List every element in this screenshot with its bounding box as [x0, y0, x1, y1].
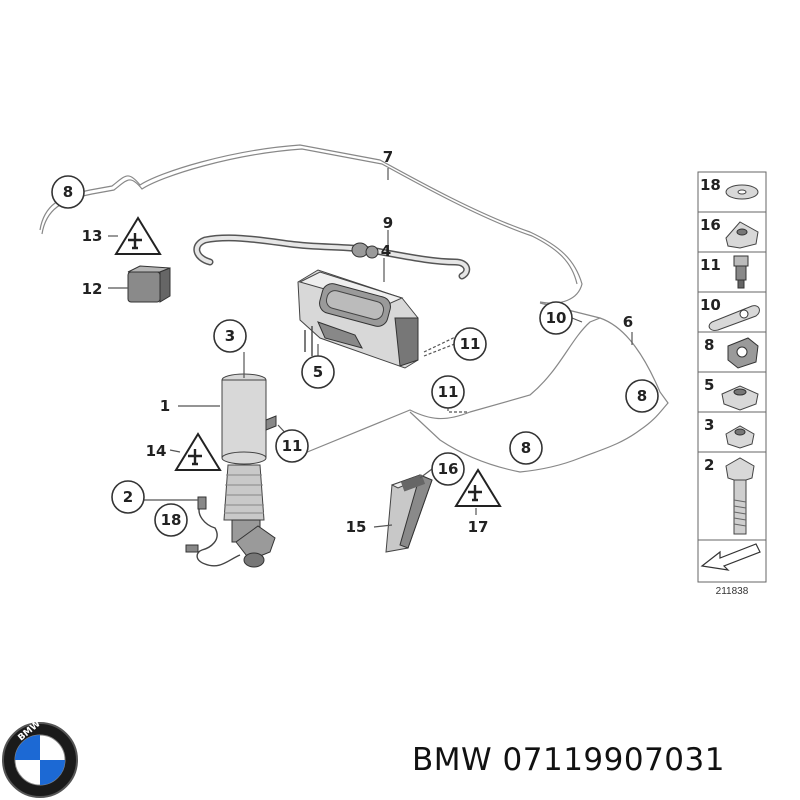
air-spring-strut: [221, 373, 277, 568]
svg-text:8: 8: [63, 183, 73, 201]
svg-text:2: 2: [123, 488, 133, 506]
relay-12: [127, 265, 171, 303]
callout-11-low: 11: [275, 429, 309, 463]
callout-15-label: 15: [346, 518, 367, 536]
callout-12-label: 12: [82, 280, 103, 298]
svg-text:11: 11: [438, 383, 459, 401]
callout-13-label: 13: [82, 227, 103, 245]
svg-text:15: 15: [346, 518, 367, 536]
svg-text:14: 14: [146, 442, 167, 460]
parts-legend: 18 16 11 10 8 5 3 2 21183: [697, 171, 767, 597]
callout-18: 18: [154, 503, 188, 537]
legend-label-18: 18: [700, 176, 721, 194]
warning-triangle-14: [174, 432, 222, 471]
warning-triangle-13: [114, 216, 162, 255]
callout-8-right: 8: [625, 379, 659, 413]
callout-11-mid: 11: [431, 375, 465, 409]
svg-text:11: 11: [460, 335, 481, 353]
bmw-logo: BMW: [2, 719, 78, 798]
legend-label-10: 10: [700, 296, 721, 314]
svg-text:1: 1: [160, 397, 170, 415]
svg-text:11: 11: [282, 437, 303, 455]
callout-7-label: 7: [383, 148, 393, 166]
svg-text:3: 3: [225, 327, 235, 345]
legend-label-3: 3: [704, 416, 714, 434]
svg-text:13: 13: [82, 227, 103, 245]
legend-label-5: 5: [704, 376, 714, 394]
legend-label-2: 2: [704, 456, 714, 474]
svg-text:4: 4: [381, 242, 391, 260]
callout-11-top: 11: [453, 327, 487, 361]
callout-4-label: 4: [381, 242, 391, 260]
svg-text:8: 8: [521, 439, 531, 457]
callout-16: 16: [431, 452, 465, 486]
compressor-unit: [297, 269, 419, 369]
callout-2: 2: [111, 480, 145, 514]
callouts: 8 7 9 13 4 12 3 10 6 11 5 11 8 1 11 8 14…: [51, 148, 659, 537]
svg-text:5: 5: [313, 363, 323, 381]
callout-8-bottom: 8: [509, 431, 543, 465]
callout-14-label: 14: [146, 442, 167, 460]
hose-9: [193, 234, 471, 280]
svg-text:7: 7: [383, 148, 393, 166]
callout-10: 10: [539, 301, 573, 335]
callout-9-label: 9: [383, 214, 393, 232]
svg-text:17: 17: [468, 518, 489, 536]
svg-text:18: 18: [161, 511, 182, 529]
legend-label-11: 11: [700, 256, 721, 274]
svg-text:12: 12: [82, 280, 103, 298]
svg-text:10: 10: [546, 309, 567, 327]
callout-8-left: 8: [51, 175, 85, 209]
svg-text:8: 8: [637, 387, 647, 405]
warning-triangle-17: [454, 468, 502, 507]
legend-label-16: 16: [700, 216, 721, 234]
callout-5: 5: [301, 355, 335, 389]
callout-1-label: 1: [160, 397, 170, 415]
part-number-caption: BMW 07119907031: [412, 742, 725, 778]
svg-text:6: 6: [623, 313, 633, 331]
legend-label-8: 8: [704, 336, 714, 354]
svg-text:9: 9: [383, 214, 393, 232]
sensor-wire: [185, 496, 241, 567]
svg-text:16: 16: [438, 460, 459, 478]
callout-6-label: 6: [623, 313, 633, 331]
control-module: [385, 474, 433, 553]
callout-17-label: 17: [468, 518, 489, 536]
callout-3: 3: [213, 319, 247, 353]
diagram-ref-number: 211838: [716, 586, 749, 597]
